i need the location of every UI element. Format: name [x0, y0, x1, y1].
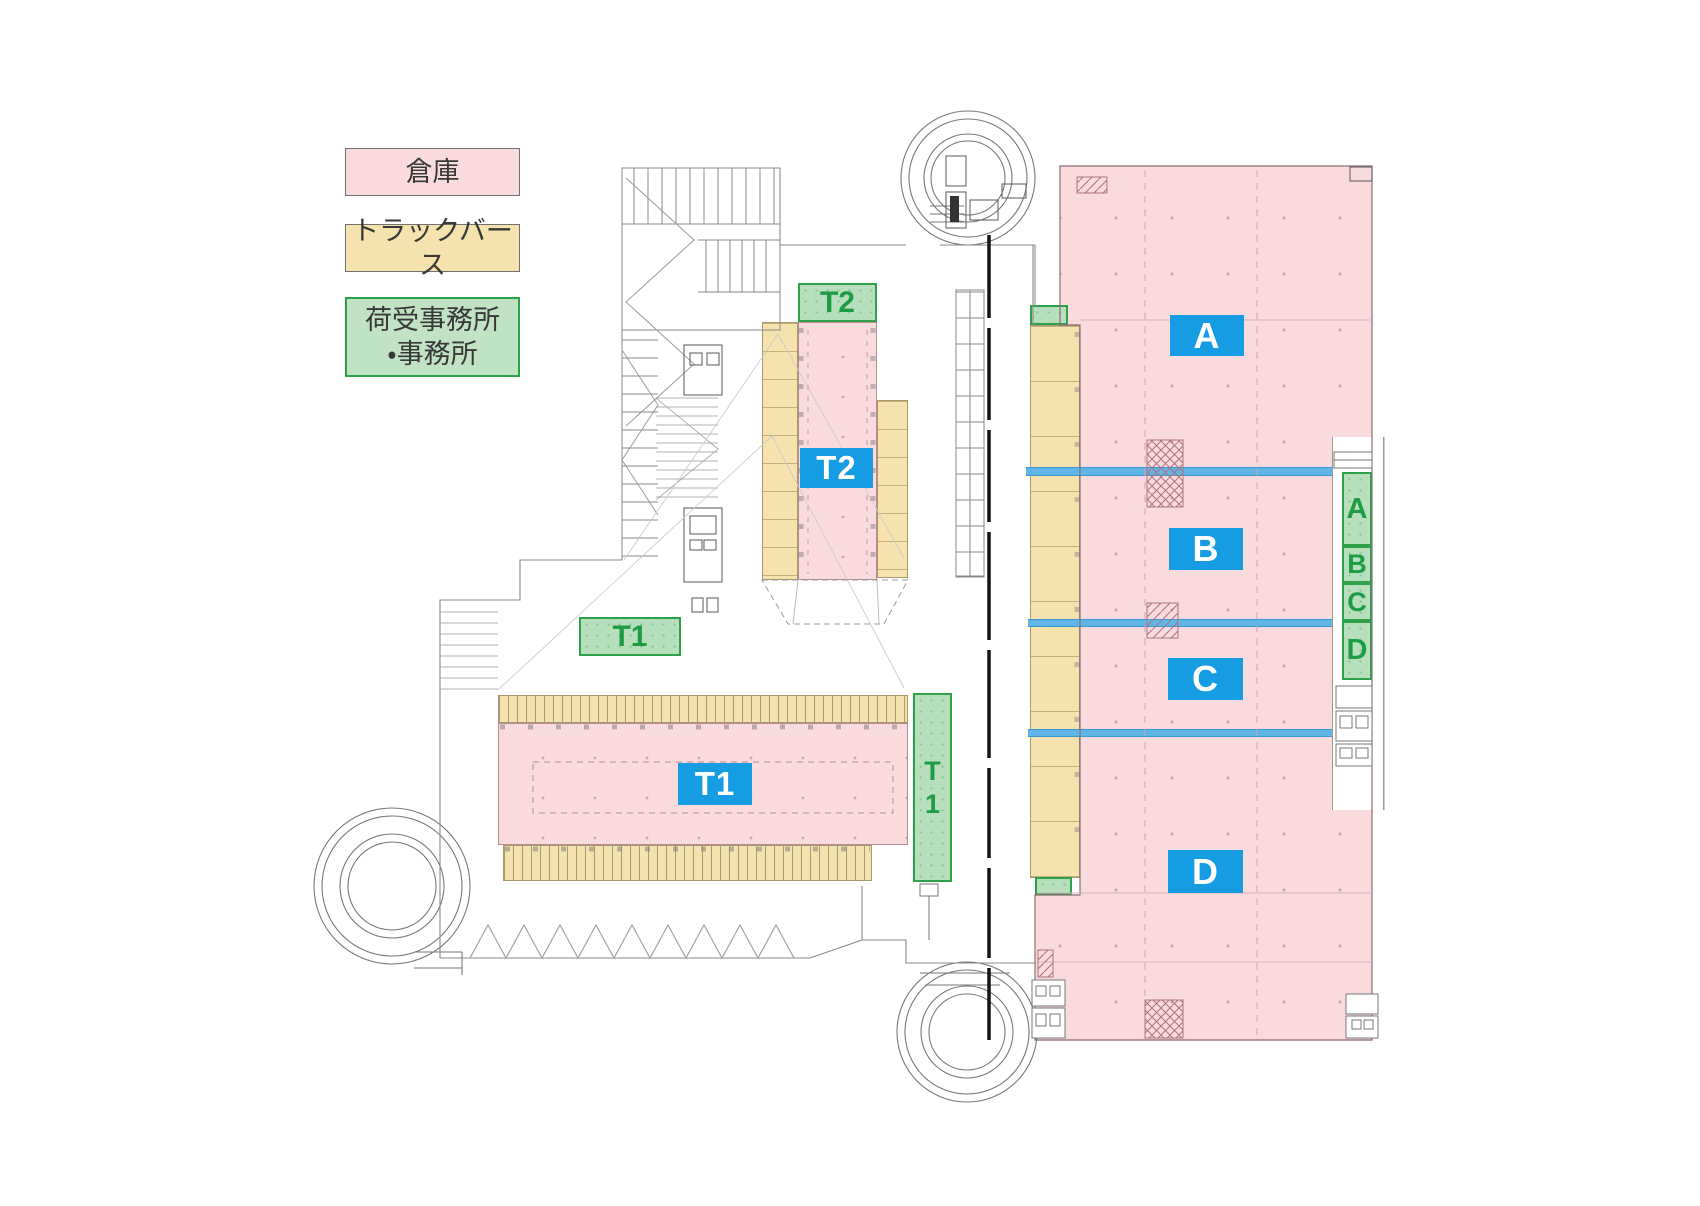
receiving-office-north-small	[1030, 305, 1068, 325]
utility-shafts-midleft	[655, 344, 723, 613]
spiral-ramp-south	[896, 961, 1038, 1103]
office-col-c: C	[1342, 583, 1372, 621]
legend-office-label-line2: ・事務所	[387, 339, 478, 369]
zone-divider-cd	[1028, 729, 1332, 737]
truck-berth-t1-north	[498, 695, 908, 723]
zone-c-letter: C	[1192, 658, 1219, 699]
receiving-office-t1-label: T1	[612, 619, 648, 653]
zone-b-letter: B	[1192, 528, 1220, 569]
receiving-office-t2-label: T2	[819, 285, 855, 319]
zone-d-label: D	[1168, 850, 1243, 893]
parking-northwest	[621, 167, 781, 427]
office-t1-vertical: T 1	[913, 693, 952, 882]
truck-berth-t2-west	[762, 322, 798, 580]
central-corridor	[955, 235, 991, 1040]
zone-divider-bc	[1028, 619, 1332, 627]
zone-a-label: A	[1170, 315, 1244, 356]
office-t1-vertical-label-top: T	[924, 755, 941, 786]
legend-truck-berth-label: トラックバース	[352, 216, 513, 280]
spiral-ramp-southwest	[313, 807, 471, 975]
receiving-office-south-small	[1035, 877, 1072, 895]
office-col-a-label: A	[1346, 492, 1368, 525]
office-col-d-label: D	[1346, 634, 1368, 666]
zone-t2-label: T2	[800, 448, 873, 488]
zone-c-label: C	[1168, 658, 1243, 700]
office-col-c-label: C	[1347, 586, 1367, 617]
office-col-d: D	[1342, 621, 1372, 680]
legend-warehouse-label: 倉庫	[405, 157, 460, 187]
zone-t1-letter: T1	[694, 765, 736, 802]
office-col-a: A	[1342, 472, 1372, 546]
legend-warehouse: 倉庫	[345, 148, 520, 196]
zone-d-letter: D	[1192, 850, 1219, 892]
zone-t1-label: T1	[678, 763, 752, 805]
zone-a-letter: A	[1193, 314, 1221, 356]
legend-truck-berth: トラックバース	[345, 216, 520, 280]
receiving-office-t1: T1	[579, 617, 681, 656]
parking-west-column	[621, 330, 659, 560]
zone-t2-letter: T2	[816, 449, 857, 486]
office-col-b: B	[1342, 546, 1372, 583]
truck-berth-t2-east	[877, 400, 908, 578]
zone-divider-ab	[1026, 467, 1332, 476]
zone-b-label: B	[1169, 528, 1243, 570]
legend-office-label-line1: 荷受事務所	[365, 305, 500, 335]
truck-berth-t1-south	[503, 845, 872, 881]
legend-office: 荷受事務所 ・事務所	[345, 297, 520, 377]
spiral-ramp-north	[900, 110, 1036, 246]
receiving-office-t2: T2	[798, 283, 877, 322]
office-col-b-label: B	[1347, 549, 1367, 579]
truck-berth-east-strip	[1030, 325, 1080, 878]
office-t1-vertical-label-bottom: 1	[924, 788, 941, 819]
